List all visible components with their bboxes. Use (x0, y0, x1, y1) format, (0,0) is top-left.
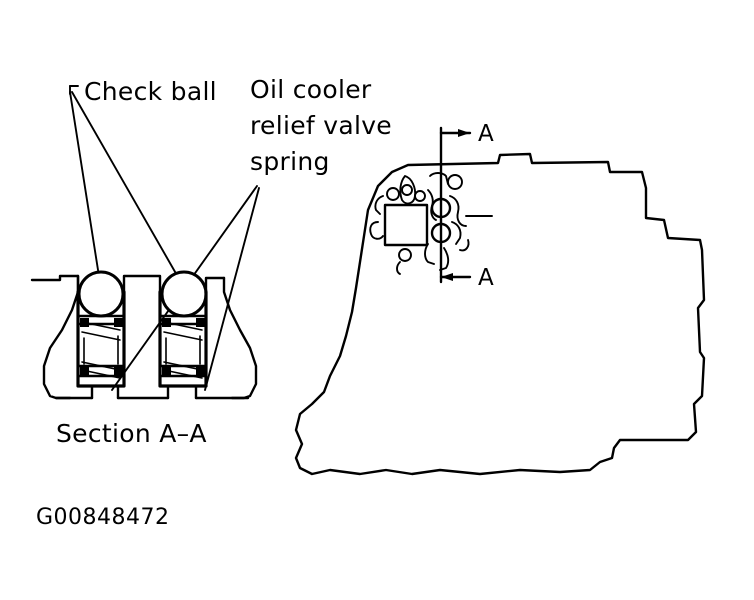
bore-left (76, 290, 126, 388)
left-boss-lobe (369, 221, 384, 240)
section-arrow-bottom-head (441, 273, 453, 281)
bore-right (158, 290, 208, 388)
assembly-right (158, 270, 208, 400)
rib-8 (459, 239, 470, 252)
rib-2 (429, 172, 449, 185)
figure-id-label: G00848472 (36, 505, 170, 530)
pin-left-bl (80, 366, 89, 375)
rib-5 (451, 221, 462, 245)
spring-right (163, 321, 203, 379)
plan-view-housing: A A (294, 121, 706, 476)
assembly-left (76, 270, 126, 400)
valve-pad (383, 203, 429, 247)
section-right-break-line (222, 276, 258, 400)
label-relief-spring-line3: spring (250, 147, 330, 176)
hole-1 (386, 187, 400, 201)
label-relief-spring-line2: relief valve (250, 111, 392, 140)
section-arrow-top-head (458, 129, 470, 137)
hole-3 (414, 190, 426, 202)
valve-detail-cluster (369, 172, 493, 275)
label-check-ball: Check ball (84, 77, 217, 106)
rib-3 (427, 189, 437, 221)
pin-right-tl (162, 318, 171, 327)
hole-4 (447, 174, 463, 190)
case-outline (294, 152, 706, 476)
check-ball-right (160, 270, 208, 318)
rib-6 (424, 243, 435, 265)
section-line-a-a: A A (439, 121, 494, 291)
outlet-port-left (90, 384, 120, 400)
section-left-break-line (30, 274, 80, 400)
hole-2 (401, 184, 413, 196)
section-deck-middle (122, 274, 162, 294)
pin-left-tl (80, 318, 89, 327)
outlet-port-right (166, 384, 198, 400)
label-relief-spring-line1: Oil cooler (250, 75, 372, 104)
leader-lines-check-ball (69, 85, 187, 292)
check-ball-left (77, 270, 125, 318)
pin-right-bl (162, 366, 171, 375)
section-a-a-view: Section A–A (30, 270, 258, 448)
pin-right-br (196, 366, 205, 375)
caption-section-a-a: Section A–A (56, 419, 207, 448)
section-letter-bottom: A (478, 265, 494, 291)
rib-4 (449, 195, 467, 227)
pin-right-tr (196, 318, 205, 327)
rib-9 (396, 261, 401, 275)
oblong-slot (399, 175, 417, 205)
pin-left-tr (114, 318, 123, 327)
rib-7 (439, 247, 450, 271)
rib-1 (374, 195, 384, 215)
section-deck-right-inner (204, 276, 226, 294)
hole-5 (398, 248, 412, 262)
section-letter-top: A (478, 121, 494, 147)
pin-left-br (114, 366, 123, 375)
spring-left (81, 321, 121, 379)
